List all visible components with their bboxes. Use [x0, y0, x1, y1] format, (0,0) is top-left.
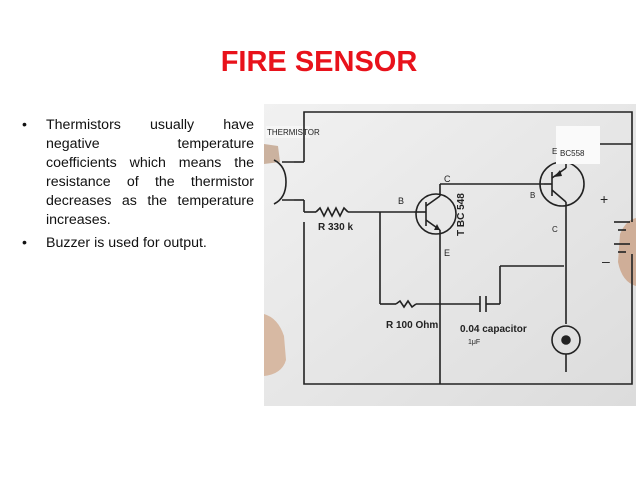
t1-collector-label: C	[444, 174, 451, 184]
t1-base-label: B	[398, 196, 404, 206]
circuit-photo: THERMISTOR	[264, 104, 636, 406]
finger-left-top	[264, 144, 280, 164]
battery-minus: –	[602, 253, 610, 269]
bc558-label: BC558	[560, 149, 585, 158]
slide-title: FIRE SENSOR	[220, 46, 418, 78]
t1-emitter-arrow	[434, 224, 440, 230]
r330k-label: R 330 k	[318, 222, 353, 233]
bullet-marker: •	[22, 117, 27, 133]
circuit-wires	[273, 111, 633, 385]
bc548-label: T BC 548	[456, 193, 467, 236]
t2-collector-label: C	[552, 225, 558, 234]
capacitor-note: 1μF	[468, 339, 480, 346]
bc558-tag	[556, 126, 600, 164]
bullet-marker: •	[22, 235, 27, 251]
thermistor-tag	[266, 126, 310, 138]
capacitor-label: 0.04 capacitor	[460, 324, 527, 335]
bullet-list: • Thermistors usually have negative temp…	[20, 116, 254, 257]
t2-base-label: B	[530, 191, 535, 200]
bullet-item: • Buzzer is used for output.	[20, 234, 254, 253]
battery-plus: +	[600, 191, 608, 207]
bullet-item: • Thermistors usually have negative temp…	[20, 116, 254, 230]
finger-left	[264, 314, 286, 376]
bullet-text: Thermistors usually have negative temper…	[46, 117, 254, 228]
thermistor-label: THERMISTOR	[267, 128, 320, 137]
t2-emitter-arrow	[554, 170, 562, 177]
r100-label: R 100 Ohm	[386, 320, 438, 331]
bullet-text: Buzzer is used for output.	[46, 235, 207, 251]
t1-emitter-label: E	[444, 248, 450, 258]
t2-emitter-label: E	[552, 147, 557, 156]
